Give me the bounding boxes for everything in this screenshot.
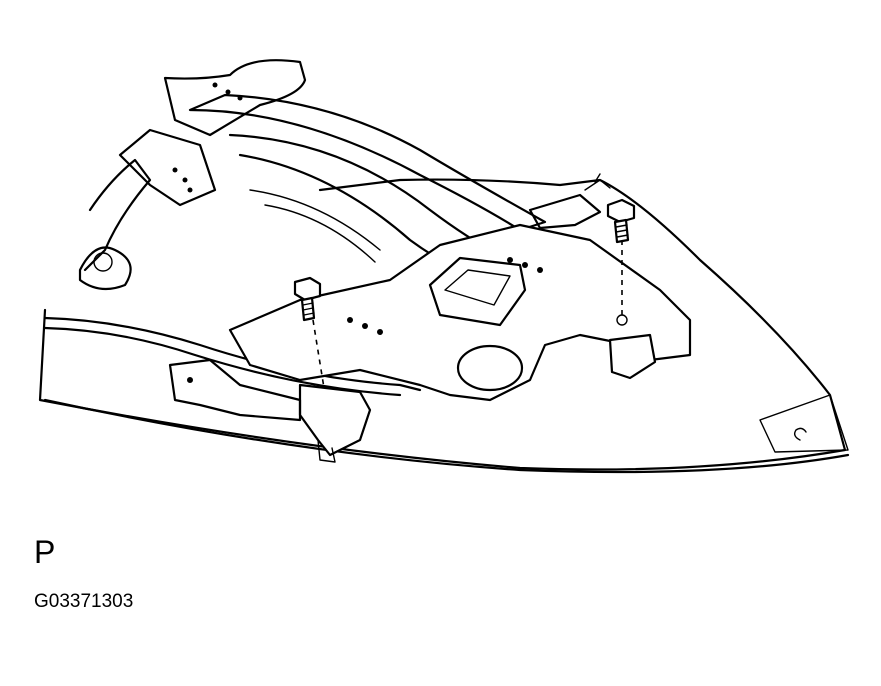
member-round-cutout xyxy=(456,344,524,392)
panel-lower-edge xyxy=(43,398,850,474)
suspension-member-illustration xyxy=(38,59,850,474)
cross-member-upper xyxy=(188,93,547,232)
left-mount-block xyxy=(298,383,372,457)
member-center-pad xyxy=(428,256,527,327)
left-mount-bracket xyxy=(118,128,217,207)
figure-code: G03371303 xyxy=(34,591,134,612)
brake-cable xyxy=(43,316,422,392)
bolt-icon xyxy=(606,198,636,244)
install-line-left xyxy=(312,319,325,389)
left-side-arm xyxy=(168,358,302,422)
left-bushing xyxy=(78,246,132,291)
panel-right-curl xyxy=(793,427,807,441)
bolt-icon xyxy=(293,276,322,322)
left-link xyxy=(83,158,152,272)
cross-member-detail xyxy=(249,189,381,263)
right-upper-bracket xyxy=(528,193,602,230)
top-bracket xyxy=(163,59,307,137)
view-letter: P xyxy=(34,534,56,570)
right-mount-block xyxy=(608,333,657,380)
brake-cable-2 xyxy=(43,326,402,397)
panel-right-lip xyxy=(759,394,849,453)
